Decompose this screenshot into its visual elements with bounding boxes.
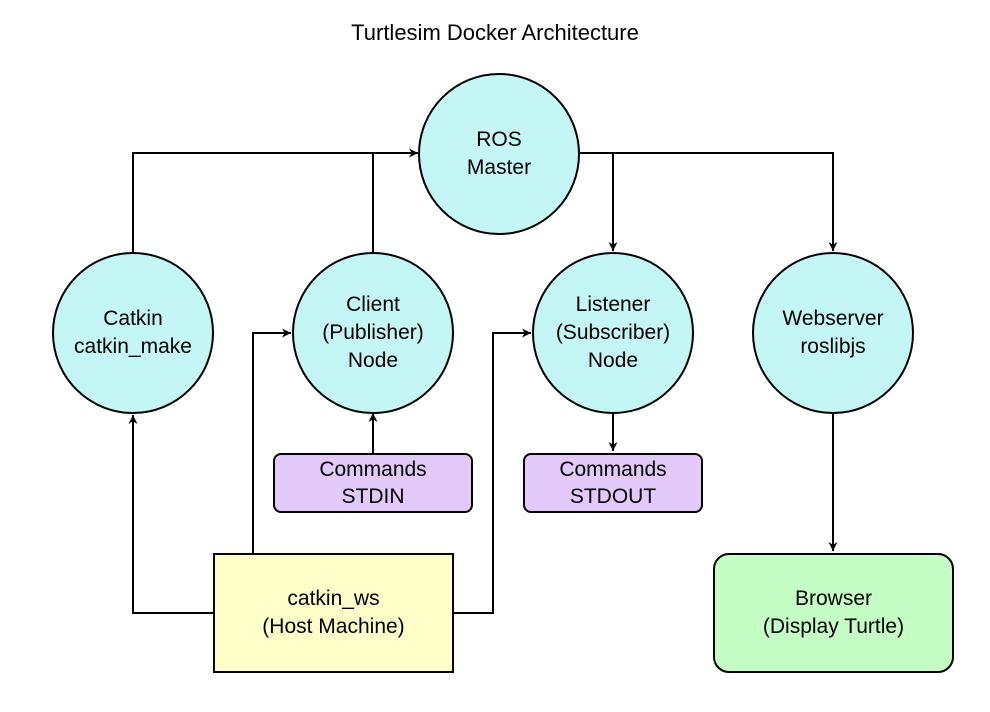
edge-catkin-to-ros-master: [132, 148, 418, 253]
listener-label-line2: (Subscriber): [555, 321, 671, 344]
commands-stdin-label-line2: STDIN: [341, 485, 405, 508]
ros-master-node: ROS Master: [418, 73, 580, 235]
webserver-label-line1: Webserver: [782, 307, 884, 330]
listener-label-line1: Listener: [575, 293, 651, 316]
edge-host-to-client: [252, 328, 291, 553]
client-label-line3: Node: [347, 349, 399, 372]
webserver-node: Webserver roslibjs: [752, 252, 914, 414]
diagram-title: Turtlesim Docker Architecture: [351, 20, 639, 45]
catkin-ws-label-line1: catkin_ws: [287, 587, 380, 610]
catkin-label-line1: Catkin: [103, 307, 163, 330]
catkin-node: Catkin catkin_make: [52, 252, 214, 414]
commands-stdin-box: Commands STDIN: [273, 453, 473, 513]
ros-master-label-line2: Master: [466, 156, 532, 179]
catkin-ws-host-machine-box: catkin_ws (Host Machine): [213, 553, 454, 673]
listener-subscriber-node: Listener (Subscriber) Node: [532, 252, 694, 414]
client-publisher-node: Client (Publisher) Node: [292, 252, 454, 414]
webserver-label-line2: roslibjs: [800, 335, 866, 358]
browser-box: Browser (Display Turtle): [713, 553, 954, 673]
browser-label-line1: Browser: [794, 587, 873, 610]
edge-ros-master-to-webserver: [613, 152, 838, 251]
commands-stdin-label-line1: Commands: [319, 458, 427, 481]
edge-ros-master-to-listener: [579, 152, 618, 251]
commands-stdout-label-line1: Commands: [559, 458, 667, 481]
edge-host-to-catkin: [128, 415, 213, 614]
client-label-line2: (Publisher): [322, 321, 424, 344]
browser-label-line2: (Display Turtle): [762, 615, 905, 638]
client-label-line1: Client: [346, 293, 400, 316]
catkin-ws-label-line2: (Host Machine): [262, 615, 405, 638]
edge-host-to-listener: [453, 328, 531, 614]
commands-stdout-label-line2: STDOUT: [569, 485, 657, 508]
commands-stdout-box: Commands STDOUT: [523, 453, 703, 513]
listener-label-line3: Node: [587, 349, 639, 372]
catkin-label-line2: catkin_make: [74, 335, 192, 358]
ros-master-label-line1: ROS: [476, 128, 522, 151]
